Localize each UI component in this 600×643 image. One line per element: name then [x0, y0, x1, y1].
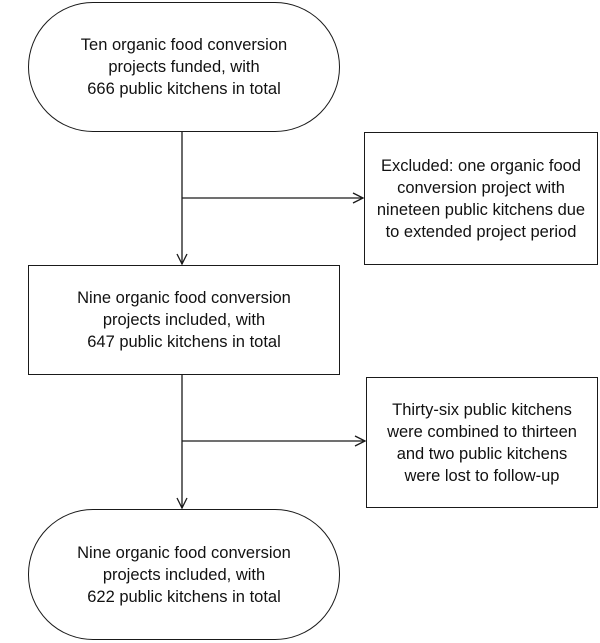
final-node: Nine organic food conversion projects in…: [28, 509, 340, 640]
excluded-line-2: conversion project with: [397, 178, 565, 197]
excluded-line-3: nineteen public kitchens due: [376, 200, 586, 219]
start-line-2: projects funded, with: [108, 58, 260, 76]
start-line-3: 666 public kitchens in total: [87, 80, 281, 98]
included-node-text: Nine organic food conversion projects in…: [77, 287, 291, 353]
included-node: Nine organic food conversion projects in…: [28, 265, 340, 375]
start-line-1: Ten organic food conversion: [80, 36, 288, 54]
combined-line-1: Thirty-six public kitchens: [392, 400, 572, 419]
excluded-line-1: Excluded: one organic food: [381, 156, 581, 175]
excluded-line-4: to extended project period: [385, 222, 577, 241]
final-line-2: projects included, with: [102, 565, 266, 584]
combined-line-4: were lost to follow-up: [404, 466, 560, 485]
final-node-text: Nine organic food conversion projects in…: [77, 542, 291, 608]
start-node: Ten organic food conversion projects fun…: [28, 2, 340, 132]
excluded-node: Excluded: one organic food conversion pr…: [364, 132, 598, 265]
included-line-1: Nine organic food conversion: [77, 289, 291, 307]
start-node-text: Ten organic food conversion projects fun…: [81, 34, 287, 100]
combined-node: Thirty-six public kitchens were combined…: [366, 377, 598, 508]
excluded-node-text: Excluded: one organic food conversion pr…: [377, 155, 585, 243]
combined-line-3: and two public kitchens: [396, 444, 568, 463]
final-line-3: 622 public kitchens in total: [87, 587, 281, 606]
combined-line-2: were combined to thirteen: [387, 422, 577, 441]
included-line-2: projects included, with: [102, 311, 266, 329]
combined-node-text: Thirty-six public kitchens were combined…: [387, 399, 577, 487]
final-line-1: Nine organic food conversion: [77, 543, 291, 562]
included-line-3: 647 public kitchens in total: [87, 333, 281, 351]
